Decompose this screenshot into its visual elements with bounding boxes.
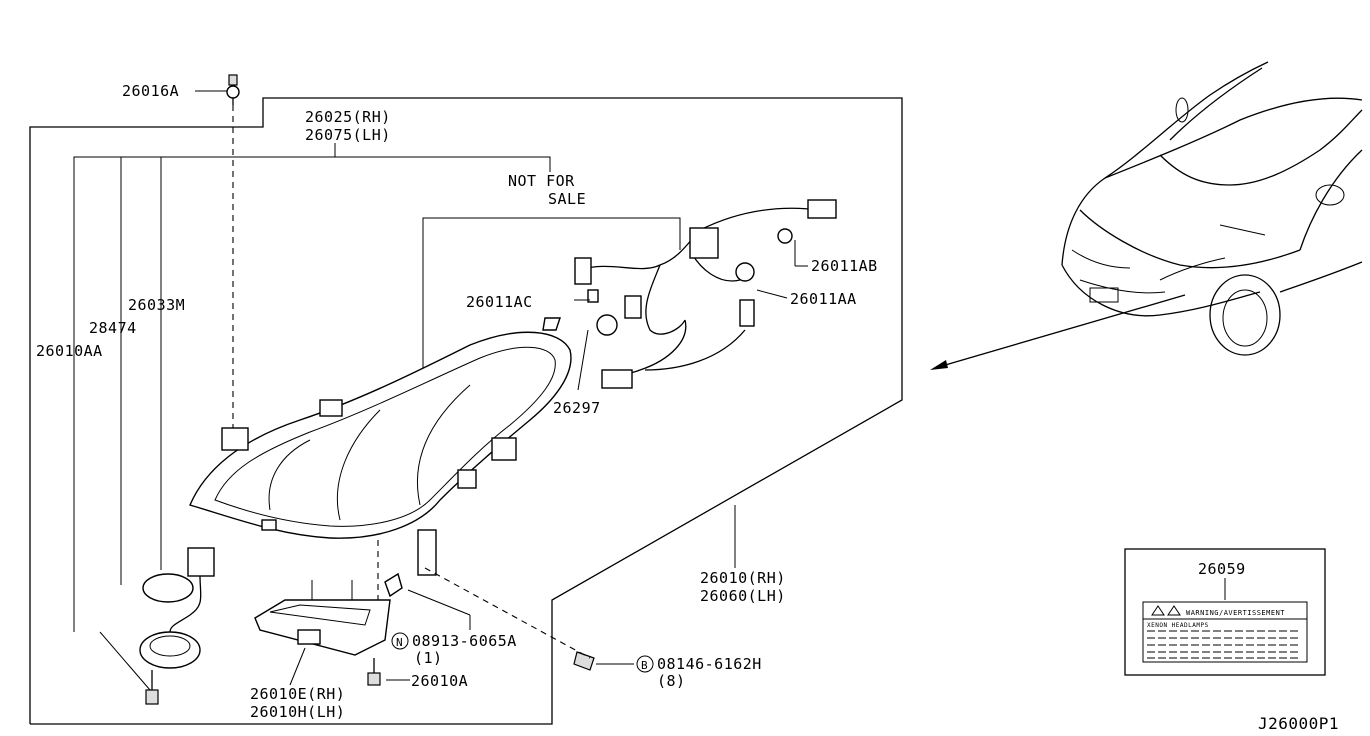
label-08146-6162H: 08146-6162H (657, 655, 762, 673)
label-26297: 26297 (553, 399, 601, 417)
housing-bracket (73, 143, 681, 632)
vehicle-front-view-icon (930, 61, 1363, 370)
label-26011AA: 26011AA (790, 290, 857, 308)
label-nut-qty: (1) (414, 649, 443, 667)
label-26075-lh: 26075(LH) (305, 126, 391, 144)
caution-label-icon: WARNING/AVERTISSEMENT XENON HEADLAMPS (1124, 548, 1326, 676)
wiring-harness-icon (574, 199, 837, 389)
label-26016A: 26016A (122, 82, 179, 100)
label-26010-rh: 26010(RH) (700, 569, 786, 587)
label-26010AA: 26010AA (36, 342, 103, 360)
caution-label-subtext: XENON HEADLAMPS (1147, 622, 1209, 629)
screw-icon (145, 651, 595, 705)
bulb-socket-icon (139, 547, 215, 669)
label-08913-6065A: 08913-6065A (412, 632, 517, 650)
label-26060-lh: 26060(LH) (700, 587, 786, 605)
nut-bracket-icon (384, 567, 591, 659)
assembly-frame (29, 97, 903, 725)
seal-ring-icon (142, 573, 194, 603)
ballast-unit-icon (254, 540, 391, 656)
label-28474: 28474 (89, 319, 137, 337)
label-26059: 26059 (1198, 560, 1246, 578)
top-bolt-icon (226, 74, 240, 428)
label-not-for: NOT FOR (508, 172, 575, 190)
bolt-marker: B (641, 659, 648, 672)
label-26011AC: 26011AC (466, 293, 533, 311)
diagram-id: J26000P1 (1258, 714, 1339, 733)
label-bolt-qty: (8) (657, 672, 686, 690)
caution-label-text: WARNING/AVERTISSEMENT (1186, 609, 1285, 617)
label-26010A: 26010A (411, 672, 468, 690)
warning-triangle-icon (1151, 605, 1165, 616)
label-26033M: 26033M (128, 296, 185, 314)
label-26011AB: 26011AB (811, 257, 878, 275)
headlamp-assembly-icon (189, 317, 572, 576)
label-26010E-rh: 26010E(RH) (250, 685, 345, 703)
label-sale: SALE (548, 190, 586, 208)
label-26025-rh: 26025(RH) (305, 108, 391, 126)
nut-marker: N (396, 636, 403, 649)
leader-lines (99, 90, 1226, 691)
label-26010H-lh: 26010H(LH) (250, 703, 345, 721)
